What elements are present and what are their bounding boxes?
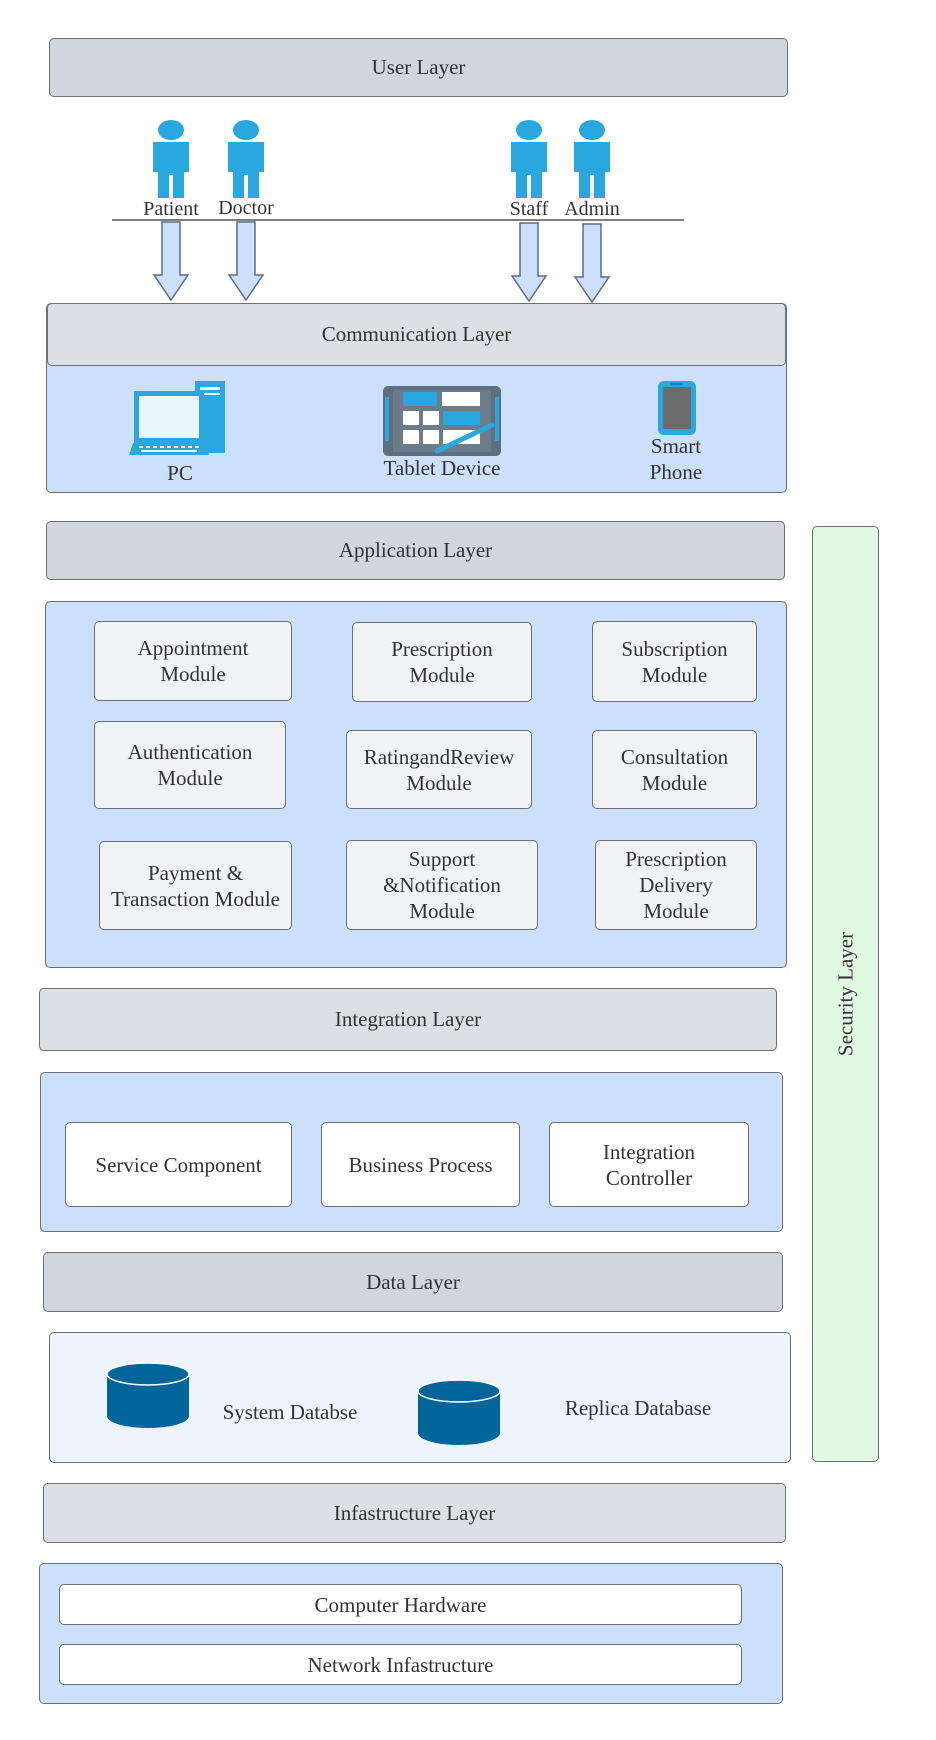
user-layer-title: User Layer xyxy=(371,55,466,79)
patient-user-icon xyxy=(153,120,189,198)
arrow-down-icon xyxy=(227,221,265,302)
desktop-pc-icon xyxy=(129,381,225,455)
integration-controller-line1: Integration xyxy=(602,1139,696,1164)
patient-label: Patient xyxy=(143,198,199,220)
communication-layer-title: Communication Layer xyxy=(321,322,512,346)
communication-layer-bar: Communication Layer xyxy=(47,303,786,366)
database-icon xyxy=(106,1362,190,1428)
arrow-down-icon xyxy=(573,223,611,304)
staff-user-icon xyxy=(511,120,547,198)
module-line: Module xyxy=(406,770,472,795)
payment-transaction-module: Payment &Transaction Module xyxy=(99,841,292,930)
computer-hardware-box: Computer Hardware xyxy=(59,1584,742,1625)
security-layer-bar: Security Layer xyxy=(812,526,879,1462)
doctor-user-icon xyxy=(228,120,264,198)
service-component-label: Service Component xyxy=(95,1152,262,1177)
user-layer-bar: User Layer xyxy=(49,38,788,97)
module-line: Module xyxy=(157,766,223,790)
module-line: Module xyxy=(409,663,475,687)
module-line: Module xyxy=(643,899,709,923)
data-layer-title: Data Layer xyxy=(366,1269,460,1294)
module-line: &Notification xyxy=(383,873,501,897)
integration-layer-title: Integration Layer xyxy=(334,1007,482,1031)
computer-hardware-label: Computer Hardware xyxy=(314,1592,487,1617)
user-baseline xyxy=(112,219,684,221)
network-infrastructure-box: Network Infastructure xyxy=(59,1644,742,1685)
module-line: Prescription xyxy=(391,637,493,661)
module-line: Support xyxy=(408,847,476,871)
staff-label: Staff xyxy=(509,198,549,220)
service-component-box: Service Component xyxy=(65,1122,292,1207)
module-line: Delivery xyxy=(639,873,713,897)
tablet-label: Tablet Device xyxy=(383,456,501,480)
network-infrastructure-label: Network Infastructure xyxy=(307,1652,494,1677)
module-line: Module xyxy=(641,662,708,687)
pc-label: PC xyxy=(167,461,193,485)
infrastructure-layer-title: Infastructure Layer xyxy=(333,1500,496,1525)
smartphone-icon xyxy=(658,381,696,435)
system-database-label: System Databse xyxy=(222,1400,358,1424)
module-line: Subscription xyxy=(621,636,728,661)
module-line: Module xyxy=(409,899,475,923)
business-process-label: Business Process xyxy=(348,1152,493,1177)
admin-user-icon xyxy=(574,120,610,198)
arrow-down-icon xyxy=(510,222,548,303)
module-line: Module xyxy=(641,770,708,795)
integration-layer-bar: Integration Layer xyxy=(39,988,777,1051)
module-line: Consultation xyxy=(620,744,729,769)
smartphone-label-line2: Phone xyxy=(649,460,703,484)
module-line: Transaction Module xyxy=(111,886,280,911)
database-icon xyxy=(417,1379,501,1445)
tablet-icon xyxy=(383,386,501,456)
application-layer-bar: Application Layer xyxy=(46,521,785,580)
data-layer-bar: Data Layer xyxy=(43,1252,783,1312)
security-layer-title: Security Layer xyxy=(833,931,857,1057)
replica-database-label: Replica Database xyxy=(564,1396,712,1420)
doctor-label: Doctor xyxy=(218,197,274,219)
infrastructure-layer-bar: Infastructure Layer xyxy=(43,1483,786,1543)
application-layer-title: Application Layer xyxy=(338,538,493,562)
arrow-down-icon xyxy=(152,221,190,302)
integration-controller-line2: Controller xyxy=(605,1165,693,1190)
module-line: Module xyxy=(160,662,226,686)
module-line: RatingandReview xyxy=(363,744,515,769)
business-process-box: Business Process xyxy=(321,1122,520,1207)
module-line: Prescription xyxy=(625,847,727,871)
module-line: Payment & xyxy=(147,860,244,885)
smartphone-label-line1: Smart xyxy=(650,434,702,458)
admin-label: Admin xyxy=(564,198,620,220)
module-line: Authentication xyxy=(127,740,253,764)
module-line: Appointment xyxy=(137,636,249,660)
smartphone-label: Smart Phone xyxy=(636,433,716,485)
